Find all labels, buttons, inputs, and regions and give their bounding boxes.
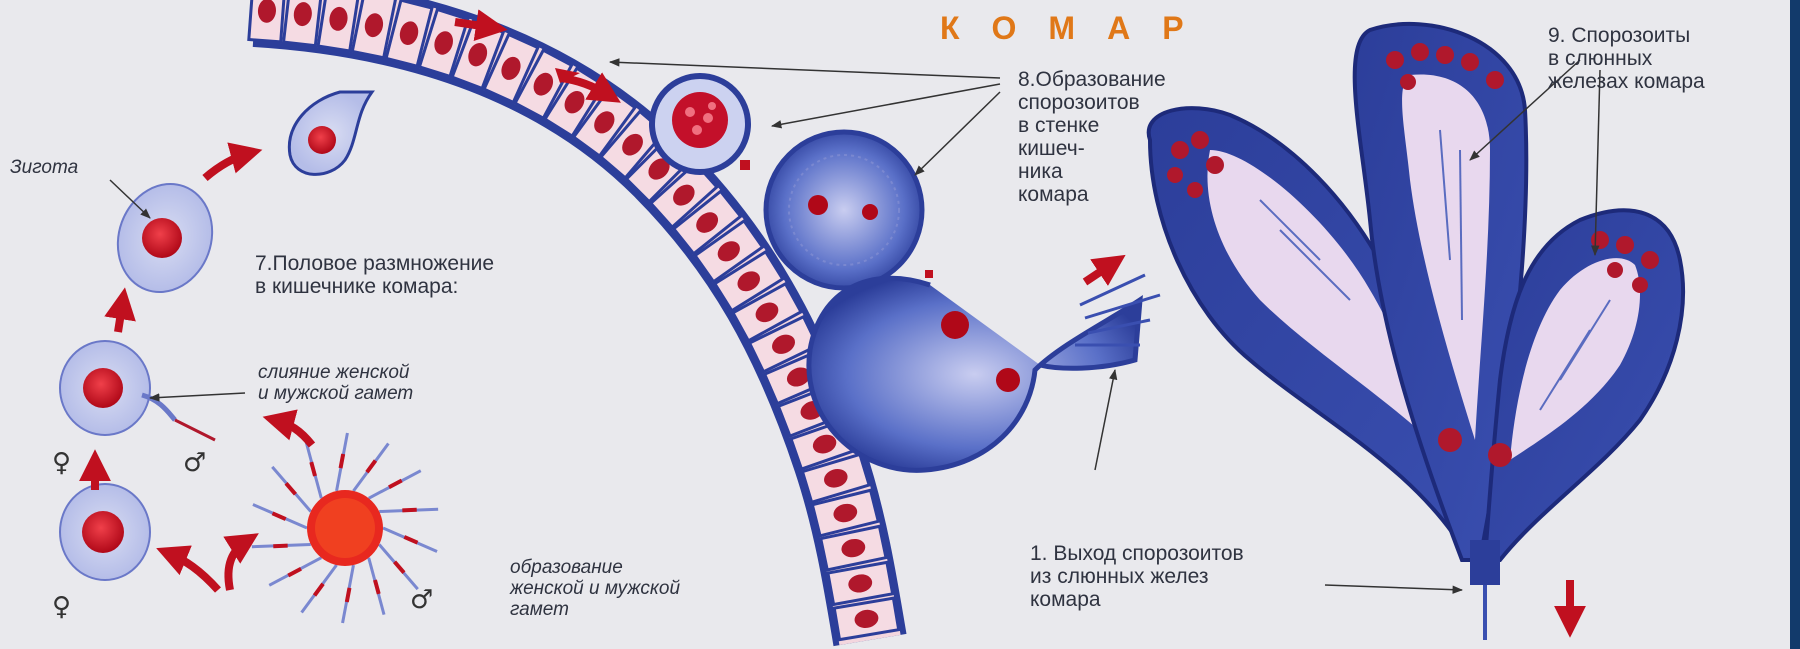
microgamete bbox=[288, 569, 301, 576]
microgamete bbox=[315, 584, 324, 596]
sporozoite-exit-label: 1. Выход спорозоитов из слюнных желез ко… bbox=[1030, 542, 1244, 611]
microgamete bbox=[273, 546, 287, 547]
gamete-formation-label: образование женской и мужской гамет bbox=[510, 557, 680, 620]
male-symbol: ♂ bbox=[183, 448, 206, 478]
epithelial-cell bbox=[249, 0, 285, 42]
female-symbol: ♀ bbox=[52, 592, 71, 622]
microgamete bbox=[404, 537, 417, 543]
male-symbol: ♂ bbox=[410, 585, 433, 615]
sporozoite-formation-label: 8.Образование спорозоитов в стенке кишеч… bbox=[1018, 68, 1166, 206]
microgamete bbox=[341, 454, 344, 468]
zygote-label: Зигота bbox=[10, 157, 78, 178]
microgamete bbox=[402, 510, 416, 511]
mature-oocyst bbox=[766, 132, 922, 288]
gamete-fusion-label: слияние женской и мужской гамет bbox=[258, 362, 413, 404]
fusing-cell bbox=[60, 341, 215, 440]
epithelial-cell bbox=[284, 0, 323, 46]
mosquito-title: КОМАР bbox=[940, 10, 1216, 47]
ookinete bbox=[289, 92, 372, 174]
microgamete bbox=[389, 480, 402, 487]
microgamete bbox=[375, 580, 379, 594]
female-symbol: ♀ bbox=[52, 448, 71, 478]
microgamete bbox=[395, 562, 404, 573]
microgamete bbox=[367, 461, 376, 473]
bursting-oocyst bbox=[809, 275, 1160, 470]
salivary-sporozoites-label: 9. Спорозоиты в слюнных железах комара bbox=[1548, 24, 1705, 93]
microgamete bbox=[286, 483, 295, 494]
young-oocyst bbox=[652, 76, 748, 172]
microgamete bbox=[347, 588, 350, 602]
microgamete bbox=[311, 462, 315, 476]
female-gamete-cell bbox=[60, 484, 150, 580]
microgamete bbox=[272, 513, 285, 519]
sexual-reproduction-label: 7.Половое размножение в кишечнике комара… bbox=[255, 252, 494, 298]
